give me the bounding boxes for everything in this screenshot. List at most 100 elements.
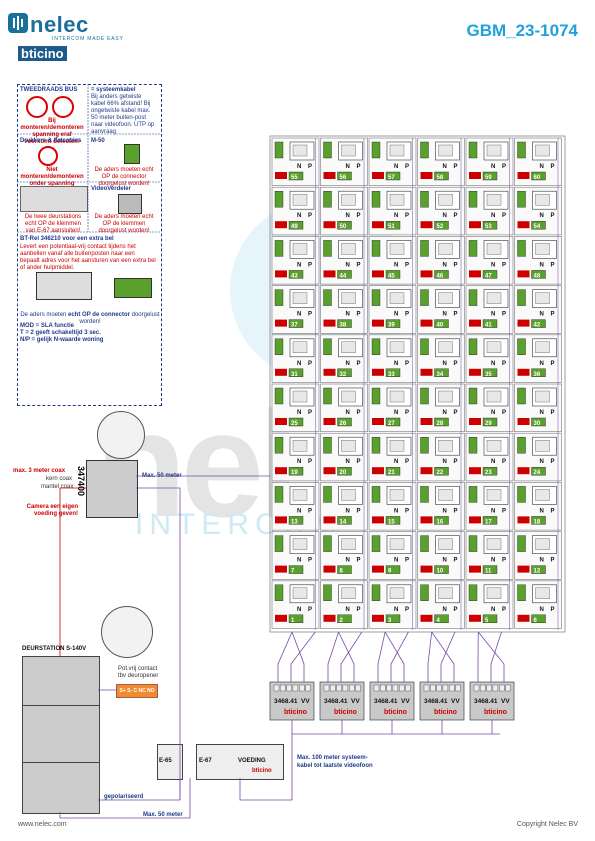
videophone-brand-tag xyxy=(275,221,287,229)
np-p-label: P xyxy=(454,361,458,367)
np-p-label: P xyxy=(551,213,555,219)
videophone-address-label: 6 xyxy=(534,618,538,624)
videophone-brand-tag xyxy=(517,418,530,425)
videophone-connector xyxy=(420,338,429,355)
np-n-label: N xyxy=(346,213,350,219)
np-n-label: N xyxy=(540,410,544,416)
np-p-label: P xyxy=(454,459,458,465)
videophone-brand-tag xyxy=(372,172,384,179)
bus-wire xyxy=(291,631,305,682)
polarized-wire xyxy=(98,778,181,801)
np-n-label: N xyxy=(346,410,350,416)
np-n-label: N xyxy=(394,459,398,465)
videophone-display xyxy=(292,144,308,157)
splitter-terminal xyxy=(355,684,361,692)
splitter-terminal xyxy=(342,684,349,692)
btrel-connector-icon xyxy=(114,278,152,298)
splitter-brand: bticino xyxy=(434,709,457,716)
videophone-address-label: 23 xyxy=(485,470,492,476)
np-p-label: P xyxy=(502,410,506,416)
np-n-label: N xyxy=(540,607,544,613)
videophone-address-label: 14 xyxy=(340,519,347,525)
videophone-display xyxy=(535,341,550,353)
np-n-label: N xyxy=(540,262,544,268)
np-n-label: N xyxy=(297,262,301,268)
btrel-warning: De aders moeten echt OP de connector doo… xyxy=(20,312,160,326)
videophone-address-switch xyxy=(385,368,401,377)
max50-bottom-label: Max. 50 meter xyxy=(143,812,183,818)
videophone-display xyxy=(292,538,308,550)
videophone-connector xyxy=(371,437,381,454)
videophone-connector xyxy=(323,387,332,405)
videophone-connector xyxy=(323,190,332,208)
videophone-brand-tag xyxy=(372,270,384,278)
videophone-display xyxy=(292,440,308,452)
videophone-brand-tag xyxy=(275,516,287,524)
zoom-circle-top xyxy=(97,411,145,459)
np-n-label: N xyxy=(346,558,350,564)
videophone-display xyxy=(486,390,502,403)
videophone-brand-tag xyxy=(323,516,336,524)
videophone-address-label: 47 xyxy=(485,273,492,279)
videophone-address-switch xyxy=(434,565,449,574)
videophone-address-label: 12 xyxy=(534,569,541,575)
videophone-display xyxy=(486,193,502,206)
np-n-label: N xyxy=(443,312,447,318)
videophone-address-label: 2 xyxy=(340,618,344,624)
videophone-connector xyxy=(420,289,429,306)
videophone-address-switch xyxy=(337,368,352,377)
videophone-address-label: 32 xyxy=(340,372,347,378)
bus-wire xyxy=(338,631,355,682)
videophone-connector xyxy=(517,584,526,601)
partner-logo: bticino xyxy=(18,46,67,61)
videophone-display xyxy=(535,538,550,550)
polarized-label: gepolariseerd xyxy=(104,794,144,800)
videophone-display xyxy=(438,243,453,255)
videophone-display xyxy=(389,390,405,403)
video-module xyxy=(86,460,138,518)
np-p-label: P xyxy=(502,361,506,367)
videophone-display xyxy=(535,489,550,501)
videophone-display xyxy=(438,538,453,550)
np-p-label: P xyxy=(551,361,555,367)
bus-wire xyxy=(477,631,505,682)
videophone-display xyxy=(535,292,550,304)
coax-core-label: kern coax xyxy=(46,476,73,482)
videophone-connector xyxy=(274,141,284,159)
videophone-address-switch xyxy=(337,565,352,574)
videophone-address-label: 39 xyxy=(388,323,395,329)
np-p-label: P xyxy=(308,410,312,416)
np-n-label: N xyxy=(540,459,544,465)
videophone-connector xyxy=(517,190,526,208)
videophone-display xyxy=(389,538,405,550)
videophone-brand-tag xyxy=(469,614,481,622)
videosplitter-title: VideoVerdeler xyxy=(91,186,131,192)
videophone-brand-tag xyxy=(275,565,287,573)
videophone-address-label: 9 xyxy=(388,569,392,575)
footer-copyright: Copyright Nelec BV xyxy=(516,821,578,828)
np-n-label: N xyxy=(443,262,447,268)
videophone-address-label: 52 xyxy=(437,224,444,230)
door-station-title: DEURSTATION S-140V xyxy=(22,646,87,652)
psu-e65-label: E-65 xyxy=(159,758,172,764)
videophone-address-label: 43 xyxy=(291,273,298,279)
door-station-module-2 xyxy=(22,705,100,763)
videophone-brand-tag xyxy=(517,565,530,573)
door-station-module-3 xyxy=(22,762,100,814)
brand-name: nelec xyxy=(30,12,89,37)
np-p-label: P xyxy=(405,607,409,613)
np-p-label: P xyxy=(454,262,458,268)
videophone-brand-tag xyxy=(517,172,530,179)
videophone-address-switch xyxy=(337,614,352,623)
videophone-address-switch xyxy=(434,220,449,230)
videophone-address-switch xyxy=(482,171,498,181)
np-n-label: N xyxy=(443,213,447,219)
np-n-label: N xyxy=(540,312,544,318)
videophone-brand-tag xyxy=(372,368,384,376)
videophone-display xyxy=(486,538,502,550)
videophone-address-switch xyxy=(531,417,546,427)
np-n-label: N xyxy=(394,607,398,613)
splitter-terminal xyxy=(349,684,355,692)
videophone-address-switch xyxy=(385,220,401,230)
